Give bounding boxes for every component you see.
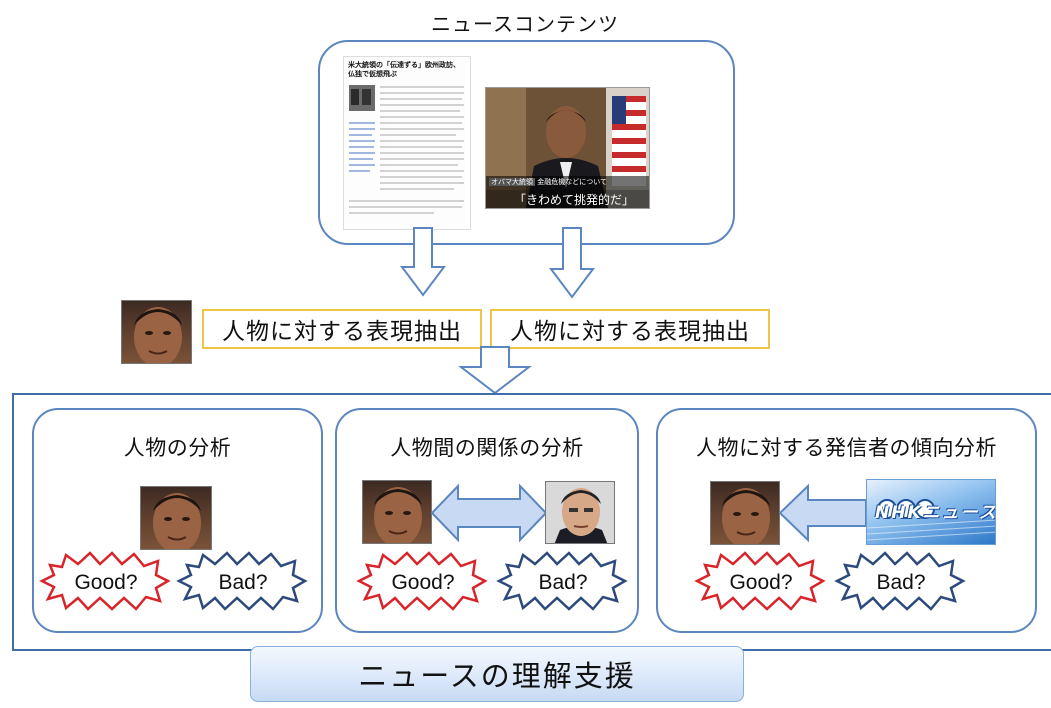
bad-burst-panel-1: Bad? <box>177 551 307 611</box>
panel-title: 人物の分析 <box>123 436 232 460</box>
down-arrow-left <box>400 227 446 297</box>
article-body-lines <box>349 85 464 214</box>
video-caption-quote: 「きわめて挑発的だ」 <box>514 193 635 207</box>
person-face-thumbnail <box>121 300 192 364</box>
expression-extraction-label-left: 人物に対する表現抽出 <box>202 309 482 349</box>
bad-label: Bad? <box>218 571 267 594</box>
bad-burst-panel-3: Bad? <box>835 551 965 611</box>
news-content-box <box>318 40 735 245</box>
news-article-thumbnail: 米大統領の「伝達ずる」欧州政訪、仏独で仮想飛ぶ <box>343 56 471 230</box>
good-burst-panel-2: Good? <box>357 551 487 611</box>
video-caption-small: 金融危機などについて <box>537 178 608 186</box>
broadcaster-logo-text: NHKニュース <box>875 503 996 523</box>
bad-label: Bad? <box>876 571 925 594</box>
down-arrow-right <box>549 227 595 299</box>
good-label: Good? <box>74 571 137 594</box>
expression-extraction-label-right: 人物に対する表現抽出 <box>490 309 770 349</box>
panel-title: 人物に対する発信者の傾向分析 <box>696 436 997 460</box>
good-burst-panel-1: Good? <box>40 551 170 611</box>
down-arrows <box>400 227 595 299</box>
bad-label: Bad? <box>538 571 587 594</box>
video-caption-name: オバマ大統領 <box>489 178 535 186</box>
down-arrow-center <box>458 346 532 395</box>
panel-title: 人物間の関係の分析 <box>390 436 584 460</box>
content-title: ニュースコンテンツ <box>431 12 619 36</box>
news-video-thumbnail: オバマ大統領 金融危機などについて 「きわめて挑発的だ」 <box>485 87 650 209</box>
second-person-face <box>545 481 615 544</box>
good-label: Good? <box>391 571 454 594</box>
broadcaster-logo: NHKニュース <box>866 479 996 545</box>
good-burst-panel-3: Good? <box>695 551 825 611</box>
good-label: Good? <box>729 571 792 594</box>
bad-burst-panel-2: Bad? <box>497 551 627 611</box>
person-face-panel-1 <box>140 486 212 550</box>
article-headline: 米大統領の「伝達ずる」欧州政訪、仏独で仮想飛ぶ <box>348 61 460 78</box>
understanding-support-banner: ニュースの理解支援 <box>250 646 744 702</box>
person-face-panel-2-left <box>362 480 432 544</box>
video-scene <box>486 88 649 208</box>
